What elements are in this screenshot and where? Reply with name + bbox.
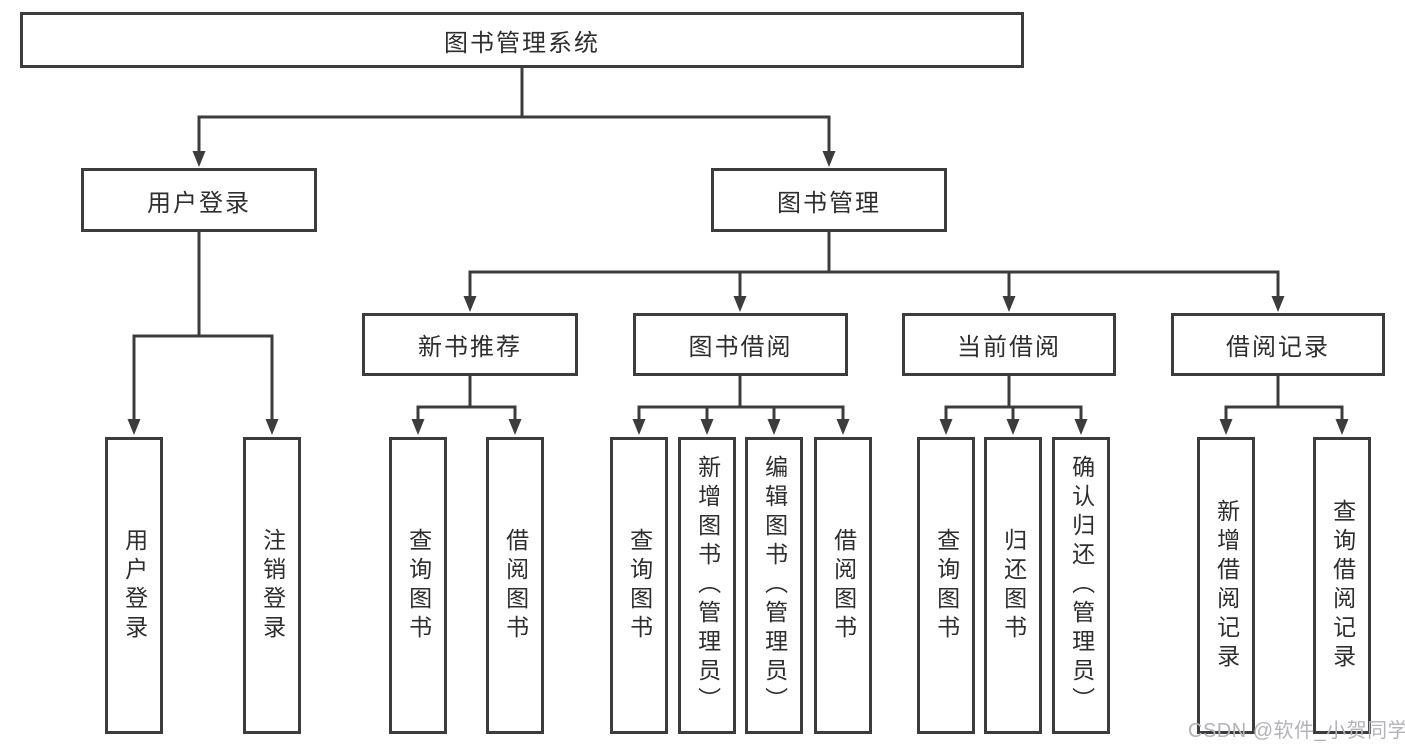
node-label: 注销登录 [259, 527, 286, 644]
node-new-book-recommendation: 新书推荐 [362, 313, 578, 376]
node-label: 查询图书 [933, 527, 960, 644]
node-label: 编辑图书（管理员） [761, 455, 788, 716]
arrowhead-icon [1002, 296, 1016, 312]
arrowhead-icon [508, 419, 522, 435]
leaf-add-book-admin: 新增图书（管理员） [678, 437, 736, 734]
node-book-management-system: 图书管理系统 [20, 12, 1024, 68]
node-borrowing-records: 借阅记录 [1171, 313, 1385, 376]
arrowhead-icon [767, 419, 781, 435]
arrowhead-icon [1335, 419, 1349, 435]
node-label: 当前借阅 [957, 334, 1061, 361]
leaf-query-borrow-record: 查询借阅记录 [1313, 437, 1371, 734]
arrowhead-icon [1271, 296, 1285, 312]
node-label: 图书管理系统 [444, 29, 600, 57]
node-label: 查询图书 [405, 527, 432, 644]
watermark: CSDN @软件_小贺同学 [1188, 720, 1405, 742]
node-book-management: 图书管理 [711, 168, 947, 232]
arrowhead-icon [733, 296, 747, 312]
node-label: 归还图书 [1000, 527, 1027, 644]
node-label: 用户登录 [121, 527, 148, 644]
node-label: 图书管理 [777, 189, 881, 217]
node-label: 新书推荐 [418, 334, 522, 361]
node-label: 用户登录 [147, 189, 251, 217]
arrowhead-icon [836, 419, 850, 435]
arrowhead-icon [127, 419, 141, 435]
node-label: 查询借阅记录 [1329, 498, 1356, 673]
arrowhead-icon [1006, 419, 1020, 435]
node-label: 借阅图书 [502, 527, 529, 644]
leaf-query-books: 查询图书 [610, 437, 668, 734]
node-book-borrowing: 图书借阅 [633, 313, 848, 376]
node-user-login: 用户登录 [81, 168, 317, 232]
leaf-edit-book-admin: 编辑图书（管理员） [745, 437, 803, 734]
node-label: 借阅图书 [830, 527, 857, 644]
leaf-add-borrow-record: 新增借阅记录 [1197, 437, 1255, 734]
arrowhead-icon [463, 296, 477, 312]
arrowhead-icon [192, 151, 206, 167]
node-label: 借阅记录 [1226, 334, 1330, 361]
arrowhead-icon [1219, 419, 1233, 435]
leaf-borrow-books: 借阅图书 [486, 437, 544, 734]
arrowhead-icon [700, 419, 714, 435]
node-label: 新增借阅记录 [1213, 498, 1240, 673]
leaf-return-books: 归还图书 [984, 437, 1042, 734]
arrowhead-icon [411, 419, 425, 435]
node-current-borrowing: 当前借阅 [902, 313, 1116, 376]
node-label: 图书借阅 [688, 334, 793, 361]
leaf-logout: 注销登录 [243, 437, 301, 734]
node-label: 查询图书 [626, 527, 653, 644]
leaf-user-login: 用户登录 [105, 437, 163, 734]
node-label: 确认归还（管理员） [1068, 455, 1095, 716]
leaf-borrow-books: 借阅图书 [814, 437, 872, 734]
arrowhead-icon [265, 419, 279, 435]
leaf-query-books: 查询图书 [389, 437, 447, 734]
leaf-query-books: 查询图书 [917, 437, 975, 734]
arrowhead-icon [939, 419, 953, 435]
arrowhead-icon [822, 151, 836, 167]
arrowhead-icon [632, 419, 646, 435]
leaf-confirm-return-admin: 确认归还（管理员） [1052, 437, 1110, 734]
node-label: 新增图书（管理员） [694, 455, 721, 716]
arrowhead-icon [1074, 419, 1088, 435]
